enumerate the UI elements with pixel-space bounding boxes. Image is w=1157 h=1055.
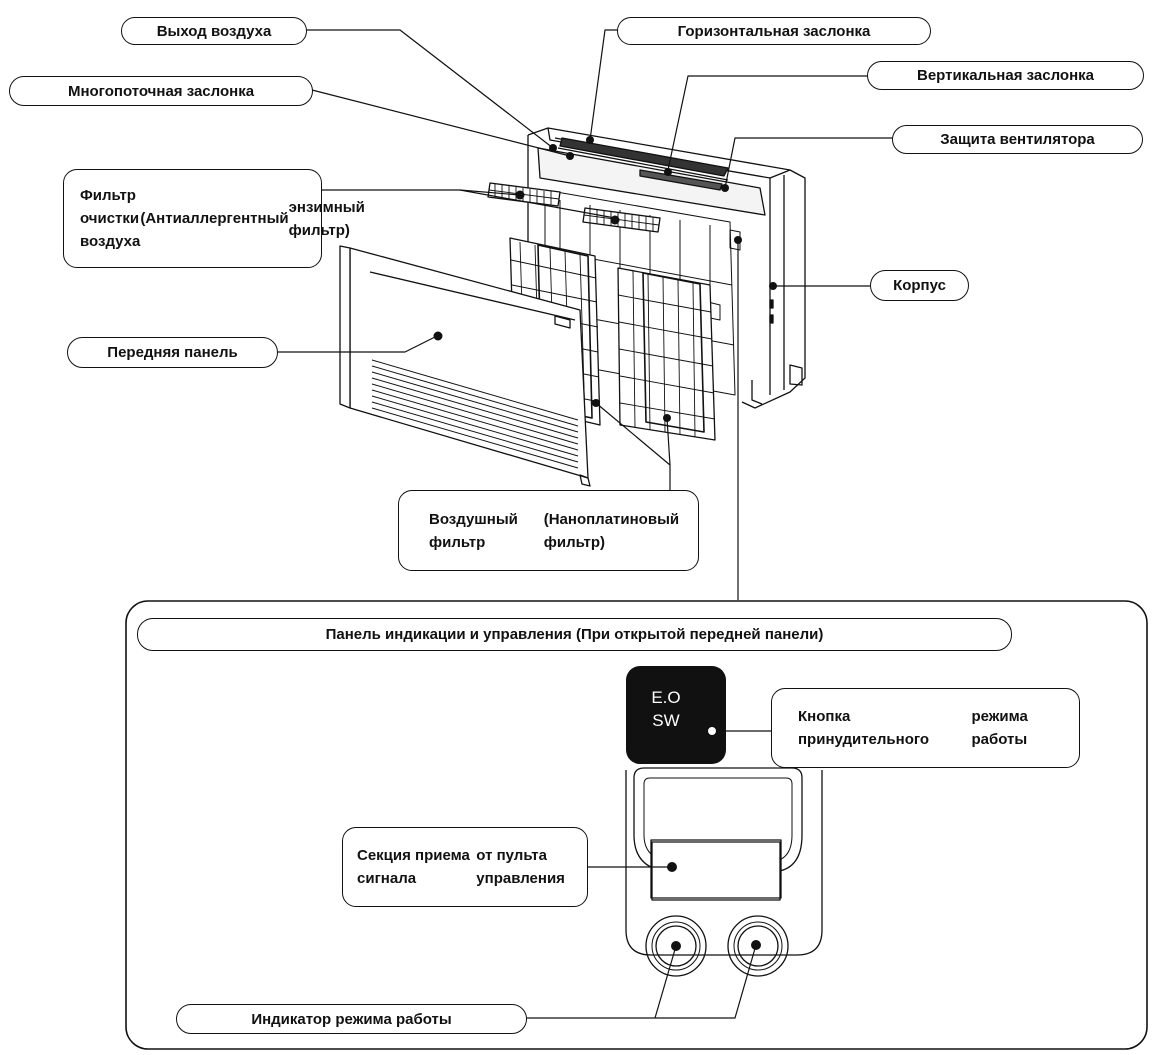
label-forced-operation-button: Кнопка принудительного режима работы — [771, 688, 1080, 768]
eo-line2: SW — [652, 711, 680, 730]
label-multi-flow-flap: Многопоточная заслонка — [9, 76, 313, 106]
label-fan-guard: Защита вентилятора — [892, 125, 1143, 154]
receiver-housing — [625, 767, 823, 956]
label-horizontal-flap: Горизонтальная заслонка — [617, 17, 931, 45]
signal-receiver-line2: от пульта управления — [476, 847, 565, 887]
label-body: Корпус — [870, 270, 969, 301]
eo-sw-button — [626, 666, 726, 764]
control-panel-title: Панель индикации и управления (При откры… — [137, 618, 1012, 651]
forced-button-line2: режима работы — [971, 708, 1028, 748]
label-purifying-filter: Фильтр очистки воздуха (Антиаллергентный… — [63, 169, 365, 268]
enzyme-filter-right — [582, 207, 661, 233]
label-vertical-flap: Вертикальная заслонка — [867, 61, 1144, 90]
purifying-filter-line3: энзимный фильтр) — [288, 198, 365, 239]
purifying-filter-line2: (Антиаллергентный — [140, 210, 289, 227]
air-filter-line1: Воздушный фильтр — [429, 510, 518, 551]
air-filter-right — [617, 267, 716, 441]
forced-button-line1: Кнопка принудительного — [798, 708, 930, 748]
control-panel-frame — [125, 600, 1148, 1050]
eo-sw-text: E.O SW — [626, 686, 706, 732]
horizontal-flap-strip — [559, 137, 729, 177]
air-filter-line2: (Наноплатиновый фильтр) — [543, 510, 680, 551]
label-front-panel: Передняя панель — [67, 337, 278, 368]
label-air-outlet: Выход воздуха — [121, 17, 307, 45]
signal-receiver-line1: Секция приема сигнала — [357, 847, 470, 887]
eo-line1: E.O — [651, 688, 681, 707]
leader-dots — [433, 136, 777, 422]
front-panel-drawing — [339, 245, 591, 487]
label-operation-indicator: Индикатор режима работы — [176, 1004, 527, 1034]
vertical-flap-strip — [639, 169, 723, 191]
label-air-filter: Воздушный фильтр (Наноплатиновый фильтр) — [398, 490, 699, 571]
purifying-filter-line1: Фильтр очистки воздуха — [80, 187, 141, 250]
leader-lines — [278, 29, 893, 600]
label-signal-receiver: Секция приема сигнала от пульта управлен… — [342, 827, 588, 907]
